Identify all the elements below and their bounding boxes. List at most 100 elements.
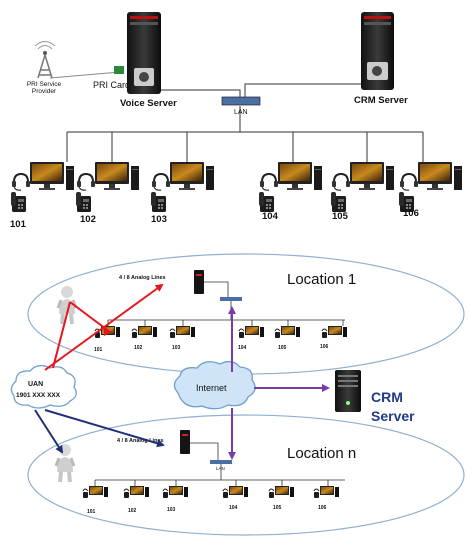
small-station: [222, 485, 249, 499]
phone-icon: [151, 192, 166, 212]
red-links: [44, 283, 164, 371]
desktop-icon: [418, 162, 462, 190]
station-number: 105: [332, 211, 349, 222]
station-number: 104: [262, 211, 279, 222]
small-station: [162, 485, 189, 499]
headset-icon: [331, 173, 351, 192]
location-n-label: Location n: [287, 445, 356, 462]
small-station: [313, 485, 340, 499]
station-number: 101: [94, 347, 103, 353]
station-number: 103: [172, 345, 181, 351]
desktop-icon: [95, 162, 139, 190]
switch-icon: [220, 297, 242, 301]
internet-label: Internet: [196, 383, 227, 393]
location-1-label: Location 1: [287, 271, 356, 288]
crm-server-top-label: CRM Server: [354, 95, 408, 106]
headset-icon: [259, 173, 279, 192]
uan-label: UAN: [28, 381, 43, 388]
station: [399, 162, 462, 212]
crm-server-bottom-line1: CRM: [371, 389, 403, 405]
blue-link-arrow: [44, 409, 165, 448]
small-station: [268, 485, 295, 499]
internet-cloud: Internet: [173, 360, 256, 410]
station: [76, 162, 139, 212]
station-number: 103: [151, 214, 167, 225]
top-lan-switch: LAN: [221, 96, 261, 116]
server-icon: [127, 12, 161, 94]
small-station: [274, 325, 301, 339]
station-number: 105: [273, 505, 282, 511]
crm-server-top: CRM Server: [354, 12, 408, 106]
pri-provider-line: Provider: [32, 88, 57, 95]
station: [151, 162, 214, 212]
station-number: 104: [238, 345, 247, 351]
small-station: [321, 325, 348, 339]
station-number: 104: [229, 505, 238, 511]
station: [331, 162, 394, 212]
cloud-icon: [10, 364, 77, 409]
analog-lines-label: 4 / 8 Analog Lines: [119, 275, 166, 281]
station-number: 102: [134, 345, 143, 351]
small-station: [169, 325, 196, 339]
uan-cloud: UAN 1901 XXX XXX: [10, 364, 77, 409]
station-number: 102: [80, 214, 96, 225]
station: [259, 162, 322, 212]
purple-links: [228, 306, 330, 460]
station-number: 102: [128, 508, 137, 514]
cloud-icon: [173, 360, 256, 410]
tower-icon: [34, 41, 56, 79]
station: [11, 162, 74, 212]
uan-number: 1901 XXX XXX: [16, 392, 61, 399]
server-icon: [194, 270, 204, 294]
desktop-icon: [170, 162, 214, 190]
pri-card-label: PRI Card: [93, 80, 130, 90]
switch-icon: [221, 96, 261, 106]
voice-server-label: Voice Server: [120, 98, 177, 109]
station-number: 106: [320, 344, 329, 350]
analog-lines-label: 4 / 8 Analog Lines: [117, 438, 164, 444]
phone-icon: [11, 192, 26, 212]
phone-icon: [331, 192, 346, 212]
small-station: [82, 485, 109, 499]
crm-server-bottom: CRM Server: [335, 370, 415, 424]
top-wiring: [66, 83, 424, 162]
person-icon: [54, 442, 76, 484]
desktop-icon: [350, 162, 394, 190]
red-link-arrow: [52, 301, 71, 369]
crm-server-bottom-line2: Server: [371, 408, 415, 424]
analog-gateway: [194, 270, 204, 294]
pri-card: PRI Card: [93, 66, 130, 90]
switch-icon: [210, 460, 232, 464]
top-lan-label: LAN: [234, 109, 248, 116]
station-number: 101: [10, 219, 27, 230]
top-stations: [11, 162, 462, 212]
small-station: [238, 325, 265, 339]
server-icon: [180, 430, 190, 454]
pri-link: [49, 71, 121, 79]
location-1-boundary: [27, 253, 465, 375]
headset-icon: [11, 173, 31, 192]
blue-link-arrow: [34, 409, 64, 454]
pri-card-icon: [114, 66, 124, 74]
station-number: 101: [87, 509, 96, 515]
station-number: 106: [403, 208, 419, 219]
top-station-numbers: 101 102 103 104 105 106: [10, 208, 419, 230]
headset-icon: [399, 173, 419, 192]
station-number: 106: [318, 505, 327, 511]
phone-icon: [259, 192, 274, 212]
small-station: [123, 485, 150, 499]
analog-gateway: [180, 430, 190, 454]
station-number: 103: [167, 507, 176, 513]
desktop-icon: [278, 162, 322, 190]
location-n-lan-label: LAN: [216, 466, 225, 471]
headset-icon: [151, 173, 171, 192]
voice-server: Voice Server: [120, 12, 177, 109]
server-icon: [361, 12, 394, 90]
red-link-arrow: [69, 301, 111, 333]
location-n-equipment: 4 / 8 Analog Lines LAN 101 102 103 104 1…: [82, 430, 345, 515]
headset-icon: [76, 173, 96, 192]
pri-provider-line: PRI Service: [27, 81, 62, 88]
